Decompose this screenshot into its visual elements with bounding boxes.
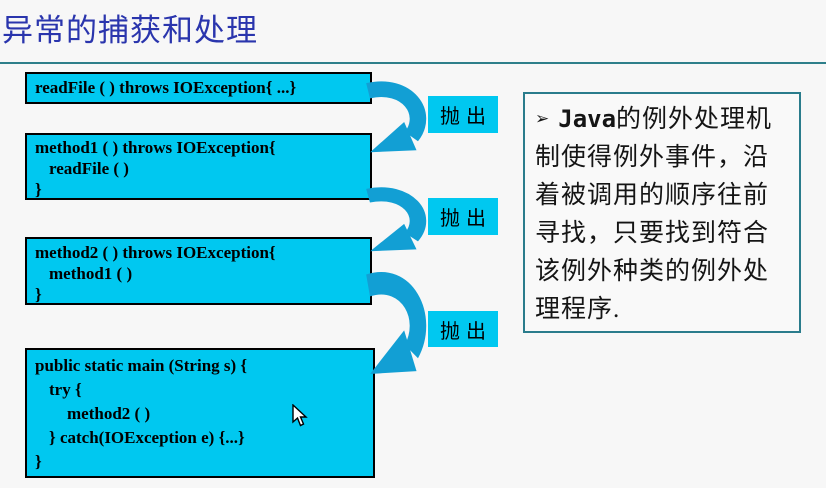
slide-title: 异常的捕获和处理 bbox=[2, 13, 258, 48]
note-box: ➢ Java的例外处理机制使得例外事件，沿着被调用的顺序往前寻找，只要找到符合该例… bbox=[523, 92, 801, 333]
throw-arrow-icon bbox=[366, 81, 427, 153]
throw-label: 抛出 bbox=[428, 198, 498, 235]
note-java-word: Java bbox=[558, 105, 617, 133]
code-line: try { bbox=[49, 380, 82, 399]
code-line: } catch(IOException e) {...} bbox=[49, 428, 245, 447]
mouse-cursor-icon bbox=[292, 404, 308, 427]
note-body-text: 的例外处理机制使得例外事件，沿着被调用的顺序往前寻找，只要找到符合该例外种类的例… bbox=[535, 106, 773, 323]
code-line: method2 ( ) throws IOException{ bbox=[35, 243, 276, 262]
code-line: method1 ( ) bbox=[49, 264, 133, 283]
throw-arrow-icon bbox=[366, 272, 427, 374]
code-line: public static main (String s) { bbox=[35, 356, 248, 375]
code-line: } bbox=[35, 452, 42, 471]
throw-label: 抛出 bbox=[428, 311, 498, 347]
code-line: } bbox=[35, 180, 42, 199]
throw-label: 抛出 bbox=[428, 96, 498, 133]
code-box-main: public static main (String s) { try { me… bbox=[25, 348, 375, 478]
code-line: } bbox=[35, 285, 42, 304]
code-box-method1: method1 ( ) throws IOException{ readFile… bbox=[25, 133, 372, 200]
bullet-arrowhead-icon: ➢ bbox=[535, 109, 551, 128]
title-divider-line bbox=[0, 62, 826, 64]
code-line: readFile ( ) bbox=[49, 159, 129, 178]
code-box-readfile: readFile ( ) throws IOException{ ...} bbox=[25, 72, 372, 104]
code-line: method1 ( ) throws IOException{ bbox=[35, 138, 276, 157]
code-line: method2 ( ) bbox=[67, 404, 151, 423]
throw-arrow-icon bbox=[366, 187, 427, 252]
code-line: readFile ( ) throws IOException{ ...} bbox=[35, 78, 297, 97]
code-box-method2: method2 ( ) throws IOException{ method1 … bbox=[25, 237, 372, 305]
